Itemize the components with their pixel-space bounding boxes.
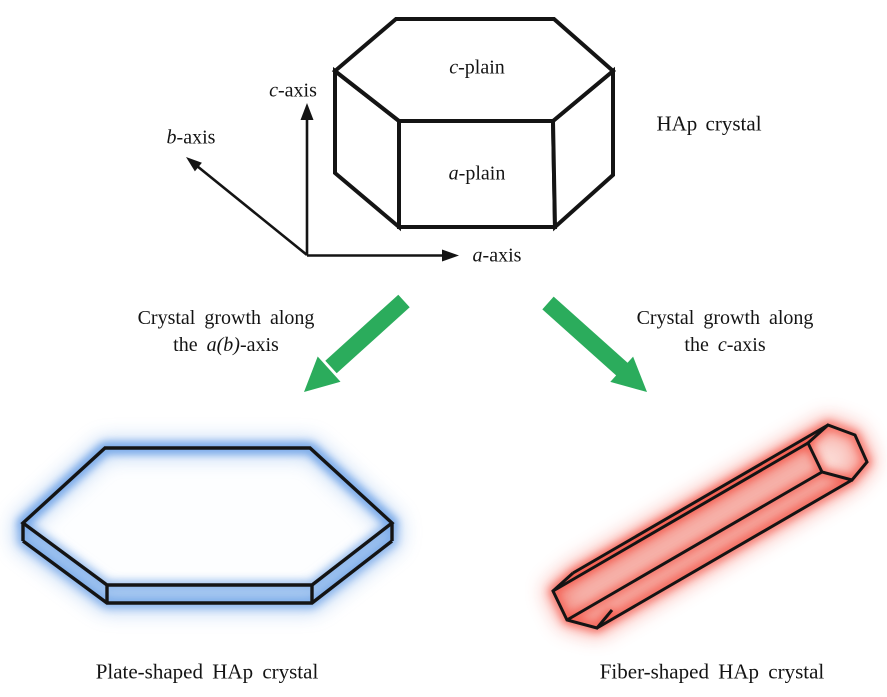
b-axis-rest: -axis	[176, 126, 216, 149]
left-branch-text: Crystal growth along the a(b)-axis	[138, 305, 315, 359]
c-plane-label: c-plain	[449, 57, 505, 80]
b-axis-var: b	[166, 126, 177, 149]
plate-crystal	[14, 440, 400, 611]
fiber-crystal	[543, 416, 876, 637]
a-plane-label: a-plain	[449, 163, 506, 186]
left-branch-line2: the a(b)-axis	[173, 334, 279, 356]
a-axis-arrow	[307, 249, 459, 262]
right-branch-line2: the c-axis	[684, 334, 766, 356]
a-axis-var: a	[472, 244, 483, 267]
right-branch-line1: Crystal growth along	[636, 307, 814, 329]
b-axis-arrow	[186, 157, 308, 257]
growth-arrow-right	[542, 296, 647, 392]
fiber-caption: Fiber-shaped HAp crystal	[599, 659, 825, 684]
axes	[186, 103, 459, 262]
c-axis-arrow	[300, 103, 314, 255]
a-plane-var: a	[448, 162, 459, 185]
c-axis-var: c	[269, 79, 278, 102]
plate-caption: Plate-shaped HAp crystal	[95, 659, 319, 684]
c-plane-rest: -plain	[458, 56, 505, 79]
growth-arrow-left	[304, 294, 410, 392]
hap-crystal-label: HAp crystal	[656, 111, 762, 136]
c-axis-rest: -axis	[278, 79, 317, 102]
prism-top-face	[331, 17, 617, 123]
a-axis-label: a-axis	[473, 245, 522, 268]
c-plane-var: c	[449, 56, 459, 79]
hap-crystal-prism	[331, 17, 617, 232]
a-plane-rest: -plain	[458, 162, 506, 185]
b-axis-label: b-axis	[167, 127, 216, 150]
left-branch-line1: Crystal growth along	[137, 307, 315, 329]
right-branch-text: Crystal growth along the c-axis	[637, 305, 814, 359]
c-axis-label: c-axis	[269, 80, 317, 103]
a-axis-rest: -axis	[482, 244, 522, 267]
